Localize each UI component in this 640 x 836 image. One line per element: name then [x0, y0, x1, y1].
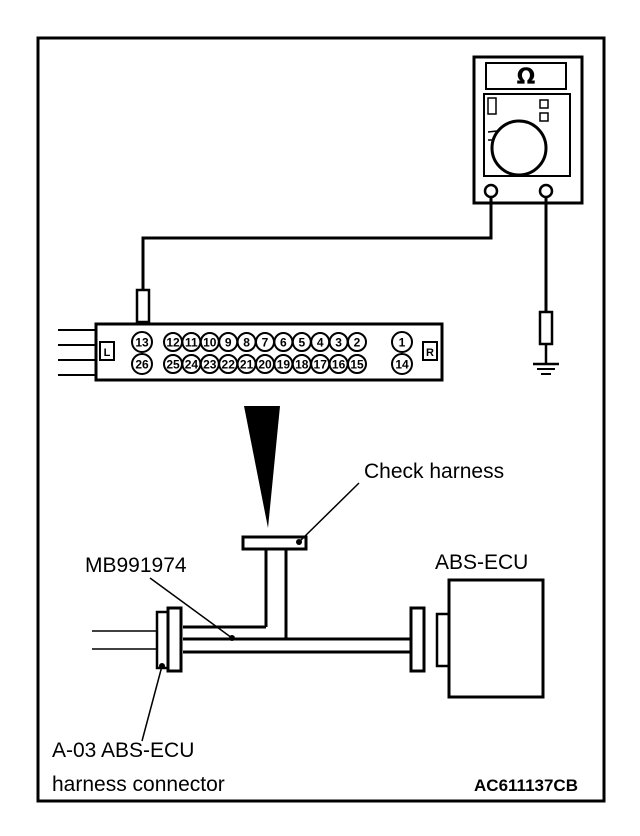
connector-pin-label: 6	[280, 336, 287, 350]
probe-tip-positive	[135, 288, 151, 324]
connector-pin-13: 13	[131, 331, 153, 353]
connector-pin-3: 3	[328, 332, 349, 352]
probe-lead-positive	[141, 197, 493, 290]
connector-pin-label: 1	[399, 336, 406, 350]
connector-pin-label: 16	[332, 358, 346, 372]
connector-pin-label: 14	[395, 358, 409, 372]
meter-probe-jack-left	[483, 183, 499, 199]
connector-pin-label: 21	[240, 358, 254, 372]
connector-pin-label: 23	[203, 358, 217, 372]
connector-pin-23: 23	[199, 354, 220, 374]
abs-ecu-unit	[435, 578, 545, 699]
meter-dial	[490, 119, 548, 177]
check-harness-assembly	[92, 535, 426, 673]
check-harness-plug	[241, 535, 308, 551]
connector-pin-1: 1	[391, 331, 413, 353]
meter-probe-jack-right	[538, 183, 554, 199]
connector-pin-label: 17	[314, 358, 328, 372]
connector-pin-label: 10	[203, 336, 217, 350]
probe-tip-ground	[538, 310, 554, 346]
figure-code: AC611137CB	[474, 776, 578, 795]
label-check-harness: Check harness	[364, 460, 504, 483]
connector-pin-4: 4	[310, 332, 331, 352]
connector-pin-label: 4	[317, 336, 324, 350]
connector-pin-label: 9	[225, 336, 232, 350]
connector-pin-2: 2	[347, 332, 367, 352]
ohm-symbol: Ω	[517, 65, 536, 90]
connector-pin-17: 17	[310, 354, 331, 374]
connector-pin-label: 3	[335, 336, 342, 350]
connector-pin-label: 18	[295, 358, 309, 372]
connector-pin-label: 7	[262, 336, 269, 350]
harness-connector	[155, 610, 170, 670]
leader-harness-connector	[141, 665, 163, 742]
connector-pin-6: 6	[273, 332, 294, 352]
ground-icon	[533, 362, 559, 375]
connector-pin-7: 7	[255, 332, 275, 352]
leader-check-harness	[298, 482, 360, 543]
connector-pin-label: 19	[277, 358, 291, 372]
connector-pin-21: 21	[236, 354, 257, 374]
connector-pin-14: 14	[391, 353, 413, 375]
pointer-wedge	[244, 406, 280, 528]
label-abs-ecu: ABS-ECU	[435, 551, 528, 574]
connector-pin-label: 12	[166, 336, 180, 350]
connector-pin-label: 15	[350, 358, 364, 372]
connector-pin-label: 26	[135, 358, 149, 372]
meter-indicator-right-2	[539, 112, 549, 122]
leader-tool	[149, 577, 233, 639]
figure-frame	[36, 36, 606, 803]
meter-indicator-right-1	[539, 99, 549, 109]
connector-pin-16: 16	[328, 354, 349, 374]
connector-pin-9: 9	[218, 332, 239, 352]
connector-pin-label: 2	[354, 336, 361, 350]
connector-pin-label: 24	[185, 358, 199, 372]
connector-pin-8: 8	[236, 332, 257, 352]
connector-pin-label: 20	[258, 358, 272, 372]
label-harness-connector-line2: harness connector	[52, 773, 225, 796]
connector-pin-15: 15	[347, 354, 367, 374]
connector-pin-22: 22	[218, 354, 239, 374]
connector-pin-label: 8	[243, 336, 250, 350]
connector-pins-bottom: 26 25 24 23 22 21 20 19 18 17 16 15 14	[131, 353, 413, 375]
connector-pin-10: 10	[199, 332, 220, 352]
connector-pin-label: 22	[222, 358, 236, 372]
connector-pin-18: 18	[291, 354, 312, 374]
connector-pin-26: 26	[131, 353, 153, 375]
label-tool-number: MB991974	[85, 554, 187, 577]
connector-right-marker: R	[426, 347, 434, 359]
label-harness-connector-line1: A-03 ABS-ECU	[52, 739, 194, 762]
connector-pin-20: 20	[255, 354, 275, 374]
connector-pin-19: 19	[273, 354, 294, 374]
connector-pin-25: 25	[163, 354, 183, 374]
connector-pin-label: 25	[166, 358, 180, 372]
connector-pin-11: 11	[181, 332, 202, 352]
ohmmeter: Ω	[472, 55, 584, 205]
meter-indicator-left	[487, 97, 497, 115]
connector-pin-label: 5	[298, 336, 305, 350]
connector-pin-5: 5	[291, 332, 312, 352]
connector-pin-label: 11	[185, 336, 198, 350]
connector-left-marker: L	[104, 347, 111, 359]
connector-pin-label: 13	[135, 336, 149, 350]
connector-pin-12: 12	[163, 332, 183, 352]
connector-pin-24: 24	[181, 354, 202, 374]
